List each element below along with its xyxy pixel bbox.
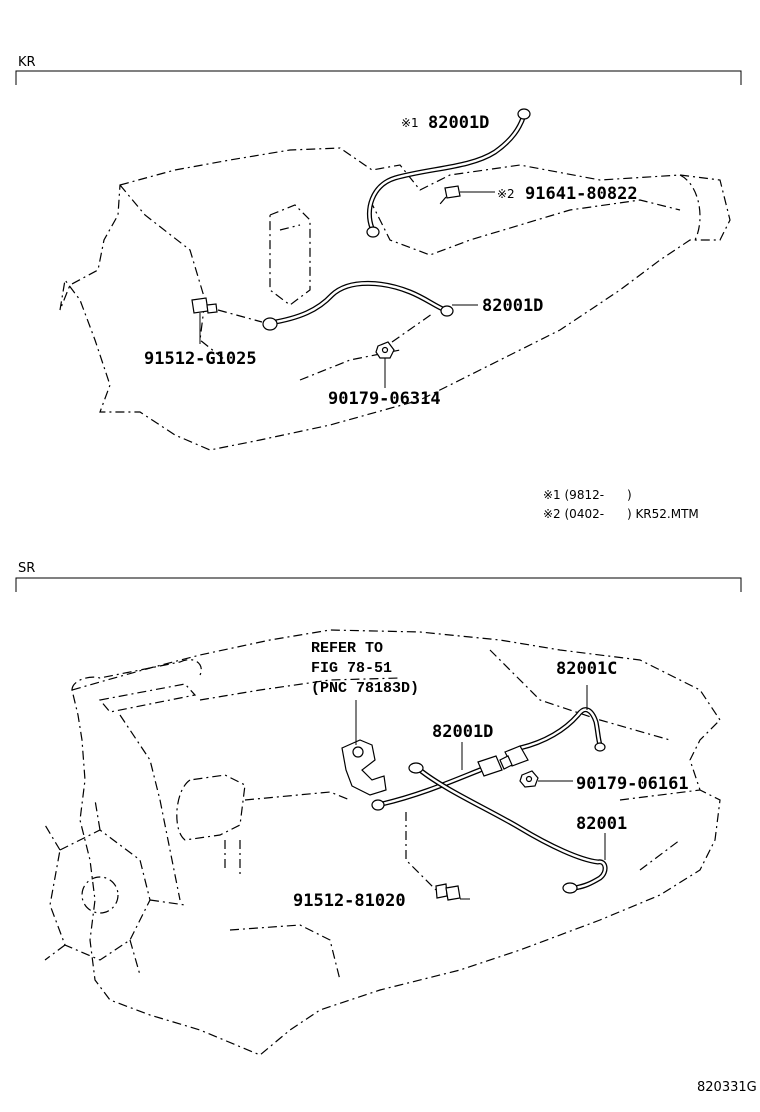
kr-mark-1: ※1 — [401, 116, 419, 130]
sr-cable-82001c — [504, 685, 606, 767]
sr-label-82001c: 82001C — [556, 659, 617, 679]
kr-mark-2: ※2 — [497, 187, 515, 201]
sr-refer-line-2: FIG 78-51 — [311, 660, 392, 677]
kr-label-82001d-lower: 82001D — [482, 296, 543, 316]
sr-cable-82001d — [371, 742, 513, 811]
sr-bolt-91512-81020 — [405, 812, 470, 901]
kr-cable-82001d-lower — [262, 280, 478, 331]
sr-refer-line-3: (PNC 78183D) — [311, 680, 419, 697]
kr-cable-82001d-upper — [366, 108, 531, 238]
section-kr: KR — [15, 55, 742, 521]
sr-label-91512-81020: 91512-81020 — [293, 891, 406, 911]
kr-label-90179-06314: 90179-06314 — [328, 389, 441, 409]
section-sr-bracket — [15, 577, 742, 592]
sr-bracket-78183d — [341, 700, 387, 796]
section-kr-bracket — [15, 70, 742, 85]
sr-cable-82001 — [408, 762, 608, 894]
kr-nut-90179-06314 — [375, 313, 433, 388]
kr-note-1: ※1 (9812- ) — [543, 488, 632, 502]
kr-label-91641-80822: 91641-80822 — [525, 184, 638, 204]
section-kr-title: KR — [18, 55, 36, 70]
figure-id: 820331G — [697, 1080, 757, 1095]
sr-label-82001d: 82001D — [432, 722, 493, 742]
section-sr: SR — [15, 561, 742, 1056]
section-sr-title: SR — [18, 561, 35, 576]
sr-refer-line-1: REFER TO — [311, 640, 383, 657]
sr-nut-90179-06161 — [519, 770, 573, 788]
kr-bolt-91641-80822 — [439, 185, 495, 205]
kr-label-91512-g1025: 91512-G1025 — [144, 349, 257, 369]
sr-label-82001: 82001 — [576, 814, 627, 834]
kr-bolt-91512-g1025 — [191, 297, 263, 344]
kr-label-82001d-upper: 82001D — [428, 113, 489, 133]
kr-note-2: ※2 (0402- ) KR52.MTM — [543, 507, 699, 521]
sr-label-90179-06161: 90179-06161 — [576, 774, 689, 794]
sr-engine-outline — [44, 629, 721, 1056]
kr-engine-outline — [59, 147, 731, 451]
